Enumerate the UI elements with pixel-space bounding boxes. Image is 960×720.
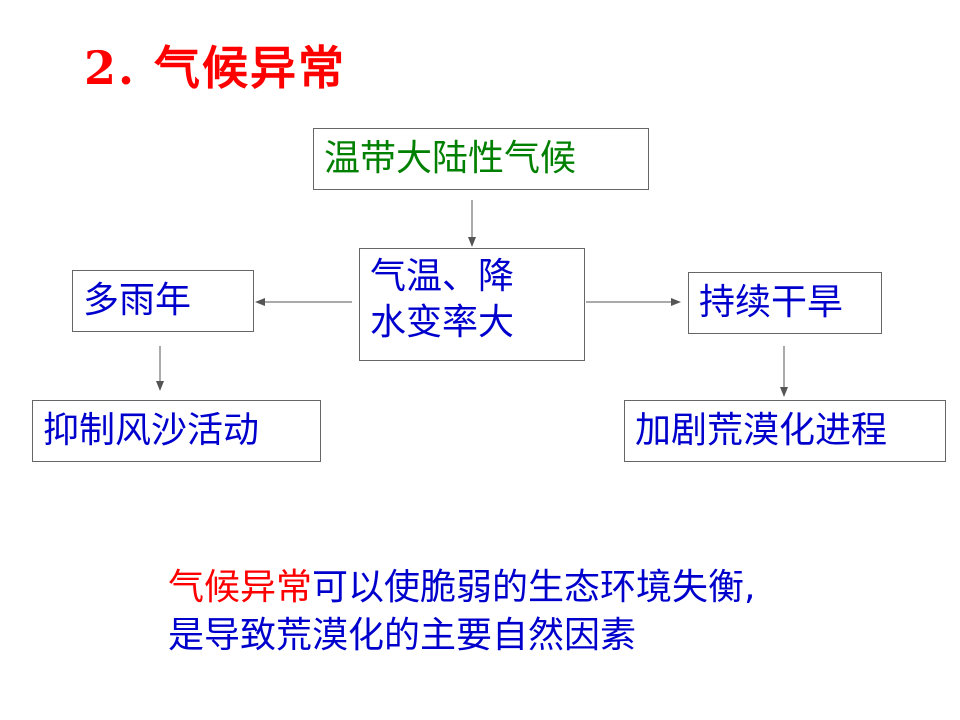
slide-title: 2. 气候异常 — [84, 41, 347, 95]
conclusion-text: 气候异常可以使脆弱的生态环境失衡, 是导致荒漠化的主要自然因素 — [168, 564, 755, 660]
desertification-label: 加剧荒漠化进程 — [635, 410, 888, 451]
drought-box: 持续干旱 — [688, 272, 882, 334]
suppress-sand-box: 抑制风沙活动 — [32, 400, 321, 462]
conclusion-line1: 气候异常可以使脆弱的生态环境失衡, — [168, 564, 755, 612]
center-box-variability: 气温、降 水变率大 — [359, 248, 585, 361]
drought-label: 持续干旱 — [699, 282, 844, 323]
conclusion-line2: 是导致荒漠化的主要自然因素 — [168, 615, 637, 656]
cause-box-label: 温带大陆性气候 — [324, 138, 577, 179]
rainy-year-label: 多雨年 — [83, 280, 192, 321]
desertification-box: 加剧荒漠化进程 — [624, 400, 946, 462]
cause-box-temperate-continental-climate: 温带大陆性气候 — [313, 128, 649, 190]
center-box-line2: 水变率大 — [370, 302, 515, 343]
suppress-sand-label: 抑制风沙活动 — [43, 410, 260, 451]
conclusion-line1-rest: 可以使脆弱的生态环境失衡, — [312, 567, 756, 608]
rainy-year-box: 多雨年 — [72, 270, 254, 332]
center-box-line1: 气温、降 — [370, 256, 515, 297]
conclusion-highlight: 气候异常 — [168, 567, 313, 608]
